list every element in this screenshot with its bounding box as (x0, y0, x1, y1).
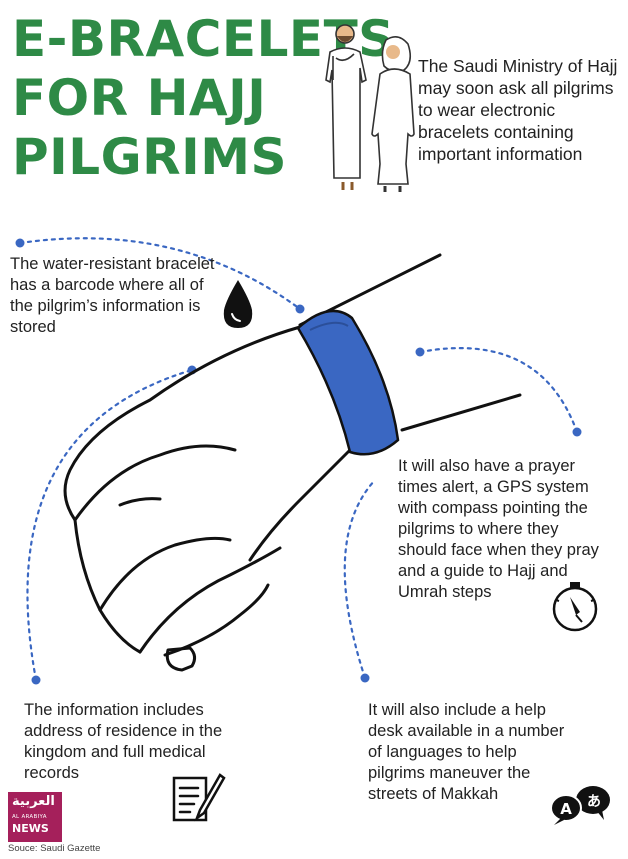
connector-help (343, 478, 377, 680)
compass-icon (552, 582, 598, 632)
connector-water (18, 237, 302, 311)
translate-glyph-japanese: あ (587, 794, 601, 810)
connector-prayer (418, 347, 579, 434)
bracelet (296, 309, 400, 456)
logo-arabic: العربية (12, 794, 55, 809)
title-line-3: PILGRIMS (12, 128, 288, 186)
source-credit: Souce: Saudi Gazette (8, 843, 101, 854)
logo-line-1: AL ARABIYA (12, 814, 47, 820)
al-arabiya-logo: العربية AL ARABIYA NEWS (8, 792, 62, 842)
translate-glyph-latin: A (560, 800, 572, 818)
intro-text: The Saudi Ministry of Hajj may soon ask … (418, 56, 618, 164)
pilgrim-figures (325, 24, 415, 192)
document-pen-icon (172, 773, 226, 822)
translate-icon: A あ (550, 786, 610, 825)
callout-water-resistant: The water-resistant bracelet has a barco… (10, 255, 215, 336)
callout-prayer-gps: It will also have a prayer times alert, … (398, 457, 599, 601)
logo-line-2: NEWS (12, 822, 49, 835)
dotted-connectors (18, 237, 579, 682)
connector-dots (15, 238, 582, 685)
title-line-2: FOR HAJJ (12, 69, 267, 127)
water-drop-icon (223, 280, 253, 328)
callout-help-desk: It will also include a help desk availab… (368, 701, 565, 803)
connector-info (26, 368, 194, 682)
callout-information: The information includes address of resi… (24, 701, 223, 782)
hand-arm-illustration (63, 253, 522, 672)
